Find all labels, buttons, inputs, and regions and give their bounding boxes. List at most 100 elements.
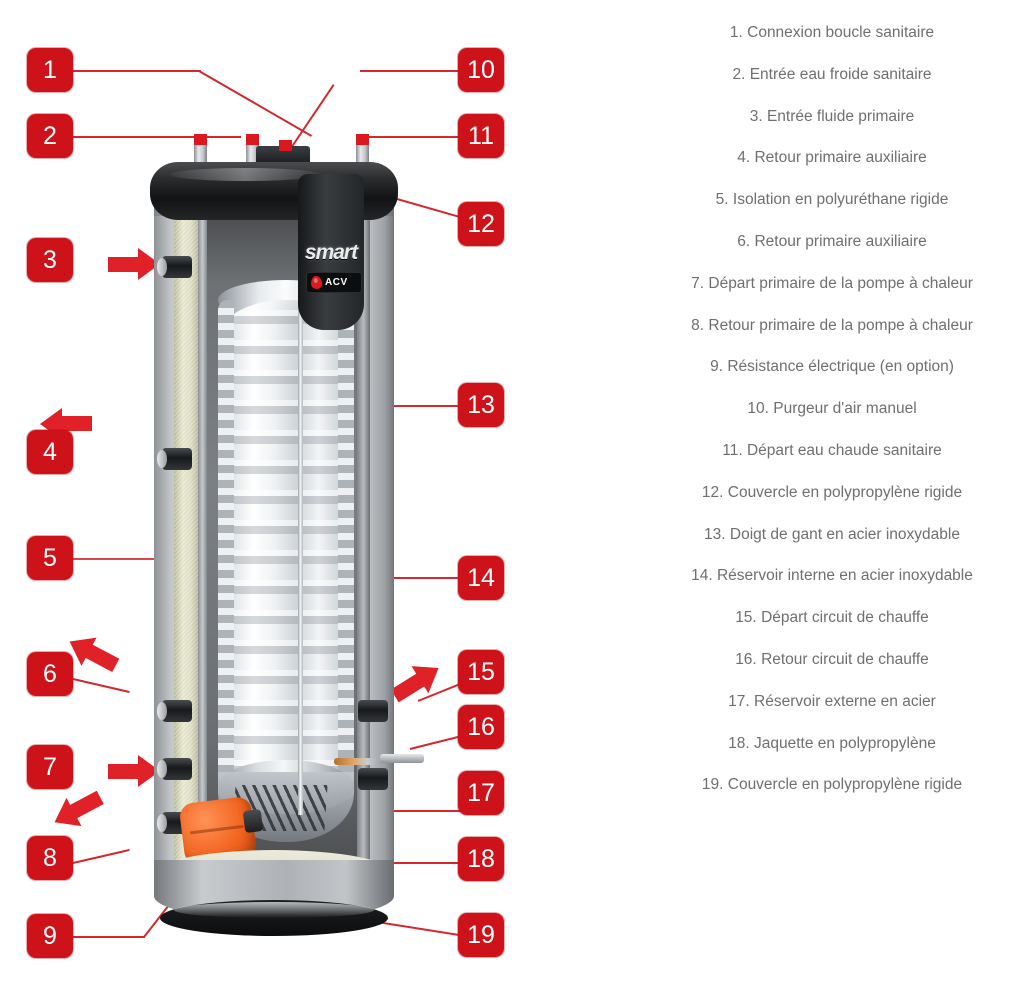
side-port-16 bbox=[358, 768, 388, 790]
legend-item-number: 6. bbox=[737, 233, 751, 250]
legend-item-label: Retour circuit de chauffe bbox=[761, 651, 929, 668]
legend-item-number: 11. bbox=[722, 442, 743, 459]
leader-line-8 bbox=[72, 848, 130, 864]
legend-item-label: Réservoir interne en acier inoxydable bbox=[716, 567, 973, 585]
callout-badge-12[interactable]: 12 bbox=[458, 202, 504, 246]
callout-badge-10[interactable]: 10 bbox=[458, 48, 504, 92]
leader-line-5 bbox=[73, 558, 178, 560]
callout-badge-3[interactable]: 3 bbox=[27, 238, 73, 282]
callout-badge-7[interactable]: 7 bbox=[27, 745, 73, 789]
legend-item-18: 18. Jaquette en polypropylène bbox=[640, 734, 1024, 754]
legend-item-7: 7. Départ primaire de la pompe à chaleur bbox=[640, 274, 1024, 294]
leader-line-16 bbox=[409, 735, 459, 750]
legend-item-6: 6. Retour primaire auxiliaire bbox=[640, 232, 1024, 252]
legend-item-label: Départ eau chaude sanitaire bbox=[746, 442, 942, 459]
legend-item-16: 16. Retour circuit de chauffe bbox=[640, 650, 1024, 670]
pipe-cap-11 bbox=[356, 134, 369, 145]
product-cutaway-illustration: smart ACV 1 2 3 4 5 6 7 8 9 10 11 12 13 … bbox=[0, 0, 640, 989]
legend-item-5: 5. Isolation en polyuréthane rigide bbox=[640, 190, 1024, 210]
callout-badge-14[interactable]: 14 bbox=[458, 556, 504, 600]
callout-badge-9[interactable]: 9 bbox=[27, 914, 73, 958]
legend-item-label: Couvercle en polypropylène rigide bbox=[727, 776, 963, 794]
legend-item-17: 17. Réservoir externe en acier bbox=[640, 692, 1024, 712]
legend-item-8: 8. Retour primaire de la pompe à chaleur bbox=[640, 316, 1024, 336]
legend-item-label: Retour primaire auxiliaire bbox=[754, 233, 927, 250]
callout-badge-11[interactable]: 11 bbox=[458, 114, 504, 158]
callout-badge-8[interactable]: 8 bbox=[27, 836, 73, 880]
leader-line-18 bbox=[382, 862, 460, 864]
lid-highlight bbox=[170, 168, 320, 181]
callout-badge-5[interactable]: 5 bbox=[27, 536, 73, 580]
legend-item-number: 13. bbox=[704, 525, 726, 543]
callout-badge-2[interactable]: 2 bbox=[27, 114, 73, 158]
smart-brand-logo: smart bbox=[304, 241, 358, 264]
base-foot-highlight bbox=[174, 902, 374, 918]
callout-badge-15[interactable]: 15 bbox=[458, 650, 504, 694]
legend-item-2: 2. Entrée eau froide sanitaire bbox=[640, 65, 1024, 85]
legend-item-12: 12. Couvercle en polypropylène rigide bbox=[640, 483, 1024, 503]
legend-item-label: Doigt de gant en acier inoxydable bbox=[729, 525, 960, 543]
legend-item-number: 1. bbox=[729, 24, 743, 41]
callout-badge-17[interactable]: 17 bbox=[458, 771, 504, 815]
air-purger-10 bbox=[256, 146, 310, 166]
callout-badge-4[interactable]: 4 bbox=[27, 430, 73, 474]
legend-item-number: 14. bbox=[691, 567, 713, 585]
legend-item-label: Réservoir externe en acier bbox=[754, 692, 936, 710]
pipe-cap-2 bbox=[194, 134, 207, 145]
front-control-column bbox=[298, 174, 364, 330]
legend-item-14: 14. Réservoir interne en acier inoxydabl… bbox=[640, 566, 1024, 586]
legend-item-label: Connexion boucle sanitaire bbox=[747, 24, 935, 41]
leader-line-9 bbox=[73, 936, 145, 938]
insulation-edge bbox=[198, 216, 207, 876]
legend-item-label: Entrée eau froide sanitaire bbox=[749, 65, 932, 83]
legend-item-number: 15. bbox=[735, 609, 757, 627]
callout-badge-6[interactable]: 6 bbox=[27, 652, 73, 696]
corrugation-right bbox=[338, 300, 354, 800]
callout-badge-19[interactable]: 19 bbox=[458, 913, 504, 957]
legend-item-label: Entrée fluide primaire bbox=[766, 107, 915, 125]
legend-item-number: 18. bbox=[728, 734, 750, 752]
legend-item-number: 5. bbox=[715, 191, 729, 209]
callout-badge-18[interactable]: 18 bbox=[458, 837, 504, 881]
legend-item-number: 19. bbox=[701, 776, 724, 794]
legend-item-11: 11. Départ eau chaude sanitaire bbox=[640, 441, 1024, 461]
legend-item-label: Départ circuit de chauffe bbox=[761, 609, 929, 627]
leader-line-6 bbox=[72, 678, 130, 694]
legend-item-label: Résistance électrique (en option) bbox=[727, 358, 954, 376]
legend-item-label: Purgeur d'air manuel bbox=[773, 400, 917, 418]
resistance-connector bbox=[242, 808, 264, 834]
legend-item-number: 16. bbox=[735, 651, 757, 668]
legend-item-label: Isolation en polyuréthane rigide bbox=[732, 191, 949, 209]
leader-line-17b bbox=[385, 810, 461, 812]
pipe-cap-10 bbox=[279, 140, 292, 151]
legend-item-number: 12. bbox=[701, 483, 724, 501]
legend-item-label: Retour primaire de la pompe à chaleur bbox=[708, 316, 973, 334]
legend-item-label: Jaquette en polypropylène bbox=[754, 734, 936, 752]
legend-item-number: 17. bbox=[728, 692, 750, 710]
leader-line-2 bbox=[73, 136, 241, 138]
legend-item-label: Retour primaire auxiliaire bbox=[754, 149, 927, 167]
legend-item-number: 4. bbox=[737, 149, 751, 167]
callout-badge-13[interactable]: 13 bbox=[458, 383, 504, 427]
legend-item-label: Départ primaire de la pompe à chaleur bbox=[708, 274, 973, 292]
acv-logo-text: ACV bbox=[325, 277, 348, 288]
legend-item-number: 7. bbox=[691, 274, 705, 292]
legend-item-1: 1. Connexion boucle sanitaire bbox=[640, 23, 1024, 43]
copper-fitting bbox=[334, 758, 382, 765]
legend-item-number: 3. bbox=[749, 107, 763, 125]
inner-stainless-tank-14 bbox=[218, 300, 354, 800]
callout-badge-16[interactable]: 16 bbox=[458, 705, 504, 749]
leader-line-12 bbox=[389, 196, 460, 218]
legend-item-9: 9. Résistance électrique (en option) bbox=[640, 357, 1024, 377]
callout-badge-1[interactable]: 1 bbox=[27, 48, 73, 92]
leader-line-10 bbox=[288, 84, 335, 152]
legend-item-number: 2. bbox=[732, 65, 746, 83]
legend-item-3: 3. Entrée fluide primaire bbox=[640, 107, 1024, 127]
water-tank-graphic: smart ACV bbox=[148, 134, 424, 950]
legend-item-4: 4. Retour primaire auxiliaire bbox=[640, 148, 1024, 168]
legend-item-10: 10. Purgeur d'air manuel bbox=[640, 399, 1024, 419]
side-port-15 bbox=[358, 700, 388, 722]
legend-list: 1. Connexion boucle sanitaire 2. Entrée e… bbox=[640, 0, 1024, 989]
side-port-4 bbox=[157, 448, 192, 470]
